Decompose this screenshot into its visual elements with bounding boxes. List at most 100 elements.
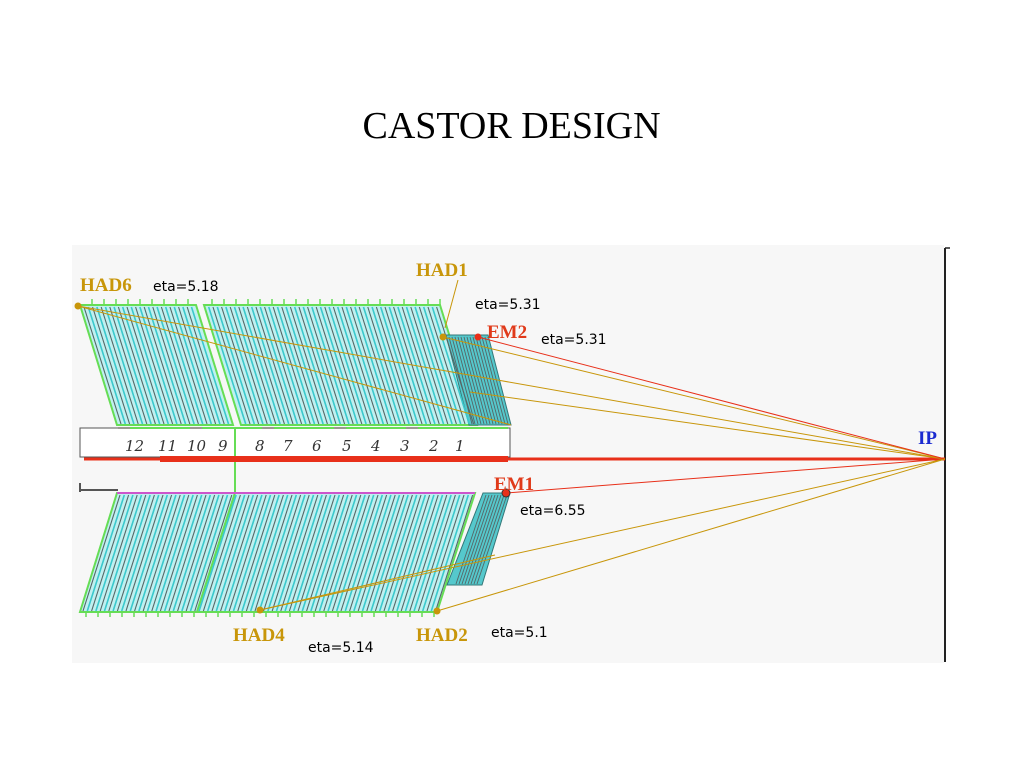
absorber-plate <box>112 494 151 612</box>
em-plate <box>463 336 488 425</box>
absorber-plate <box>345 306 385 425</box>
absorber-plate <box>190 306 230 425</box>
top-em-plates <box>448 336 509 425</box>
had6-label: HAD6 <box>80 275 132 296</box>
em2-projection-line <box>477 336 946 460</box>
absorber-plate <box>272 306 311 425</box>
em-plate <box>469 336 494 425</box>
top-plates <box>83 306 475 425</box>
absorber-plate <box>307 306 346 425</box>
had2-marker <box>433 607 441 615</box>
absorber-plate <box>280 494 319 612</box>
em2-eta: eta=5.31 <box>541 332 607 348</box>
absorber-plate <box>207 306 247 425</box>
absorber-plate <box>435 494 474 612</box>
absorber-plate <box>301 494 341 612</box>
absorber-plate <box>83 306 122 425</box>
had2-label: HAD2 <box>416 625 468 646</box>
module-numbers: 12 11 10 9 8 7 6 5 4 3 2 1 <box>125 437 465 455</box>
em-plate <box>475 336 500 425</box>
em-plate <box>481 336 506 425</box>
absorber-plate <box>86 494 126 612</box>
em-plate <box>464 494 496 585</box>
absorber-plate <box>202 494 241 612</box>
absorber-plate <box>413 494 452 612</box>
absorber-plate <box>142 494 181 612</box>
module-number-strip <box>79 427 511 458</box>
absorber-plate <box>185 494 224 612</box>
had4-label: HAD4 <box>233 625 285 646</box>
had2-eta: eta=5.1 <box>491 625 548 641</box>
absorber-plate <box>143 306 182 425</box>
absorber-plate <box>393 306 432 425</box>
absorber-plate <box>147 306 187 425</box>
had1-eta: eta=5.31 <box>475 297 541 313</box>
module-number: 9 <box>218 437 228 455</box>
absorber-plate <box>238 306 277 425</box>
absorber-plate <box>285 306 324 425</box>
module-number: 1 <box>455 437 465 455</box>
absorber-plate <box>121 306 161 425</box>
ip-label: IP <box>918 428 937 449</box>
absorber-plate <box>332 306 371 425</box>
absorber-plate <box>367 306 406 425</box>
had6-projection-line <box>77 305 946 460</box>
absorber-plate <box>113 306 152 425</box>
absorber-plate <box>164 306 204 425</box>
absorber-plate <box>353 494 392 612</box>
absorber-plate <box>336 306 376 425</box>
had4-eta: eta=5.14 <box>308 640 374 656</box>
absorber-plate <box>275 494 315 612</box>
absorber-plate <box>224 494 263 612</box>
absorber-plate <box>375 306 414 425</box>
absorber-plate <box>314 494 353 612</box>
absorber-plate <box>96 306 135 425</box>
module-number: 6 <box>312 437 322 455</box>
absorber-plate <box>220 494 259 612</box>
absorber-plate <box>245 494 284 612</box>
absorber-plate <box>384 306 423 425</box>
absorber-plate <box>233 306 273 425</box>
absorber-plate <box>431 306 471 425</box>
absorber-plate <box>156 306 195 425</box>
absorber-plate <box>387 494 427 612</box>
absorber-plate <box>289 306 328 425</box>
had1-projection-line <box>442 336 946 460</box>
absorber-plate <box>206 494 246 612</box>
absorber-plate <box>221 306 260 425</box>
absorber-plate <box>319 306 359 425</box>
absorber-plate <box>216 306 256 425</box>
em1-marker <box>501 488 511 498</box>
absorber-plate <box>344 494 384 612</box>
absorber-plate <box>379 306 419 425</box>
absorber-plate <box>99 494 138 612</box>
absorber-plate <box>229 306 268 425</box>
absorber-plate <box>293 306 333 425</box>
absorber-plate <box>117 306 156 425</box>
em-plate <box>458 494 490 585</box>
absorber-plate <box>104 306 144 425</box>
had1-label: HAD1 <box>416 260 468 281</box>
absorber-plate <box>383 494 422 612</box>
absorber-plate <box>177 494 216 612</box>
slide-title: CASTOR DESIGN <box>362 105 661 147</box>
absorber-plate <box>267 494 306 612</box>
absorber-plate <box>249 494 289 612</box>
had2-projection-line <box>436 458 946 612</box>
absorber-plate <box>258 494 298 612</box>
absorber-plate <box>354 306 393 425</box>
absorber-plate <box>130 306 170 425</box>
absorber-plate <box>125 494 164 612</box>
bottom-ticks <box>85 611 435 617</box>
absorber-plate <box>388 306 428 425</box>
beam-pipe-thick <box>160 456 508 462</box>
absorber-plate <box>242 306 281 425</box>
absorber-plate <box>288 494 327 612</box>
absorber-plate <box>358 306 397 425</box>
bottom-em-plates <box>455 494 508 585</box>
absorber-plate <box>255 306 294 425</box>
had1-marker <box>439 333 447 341</box>
absorber-plate <box>340 494 379 612</box>
absorber-plate <box>427 306 466 425</box>
